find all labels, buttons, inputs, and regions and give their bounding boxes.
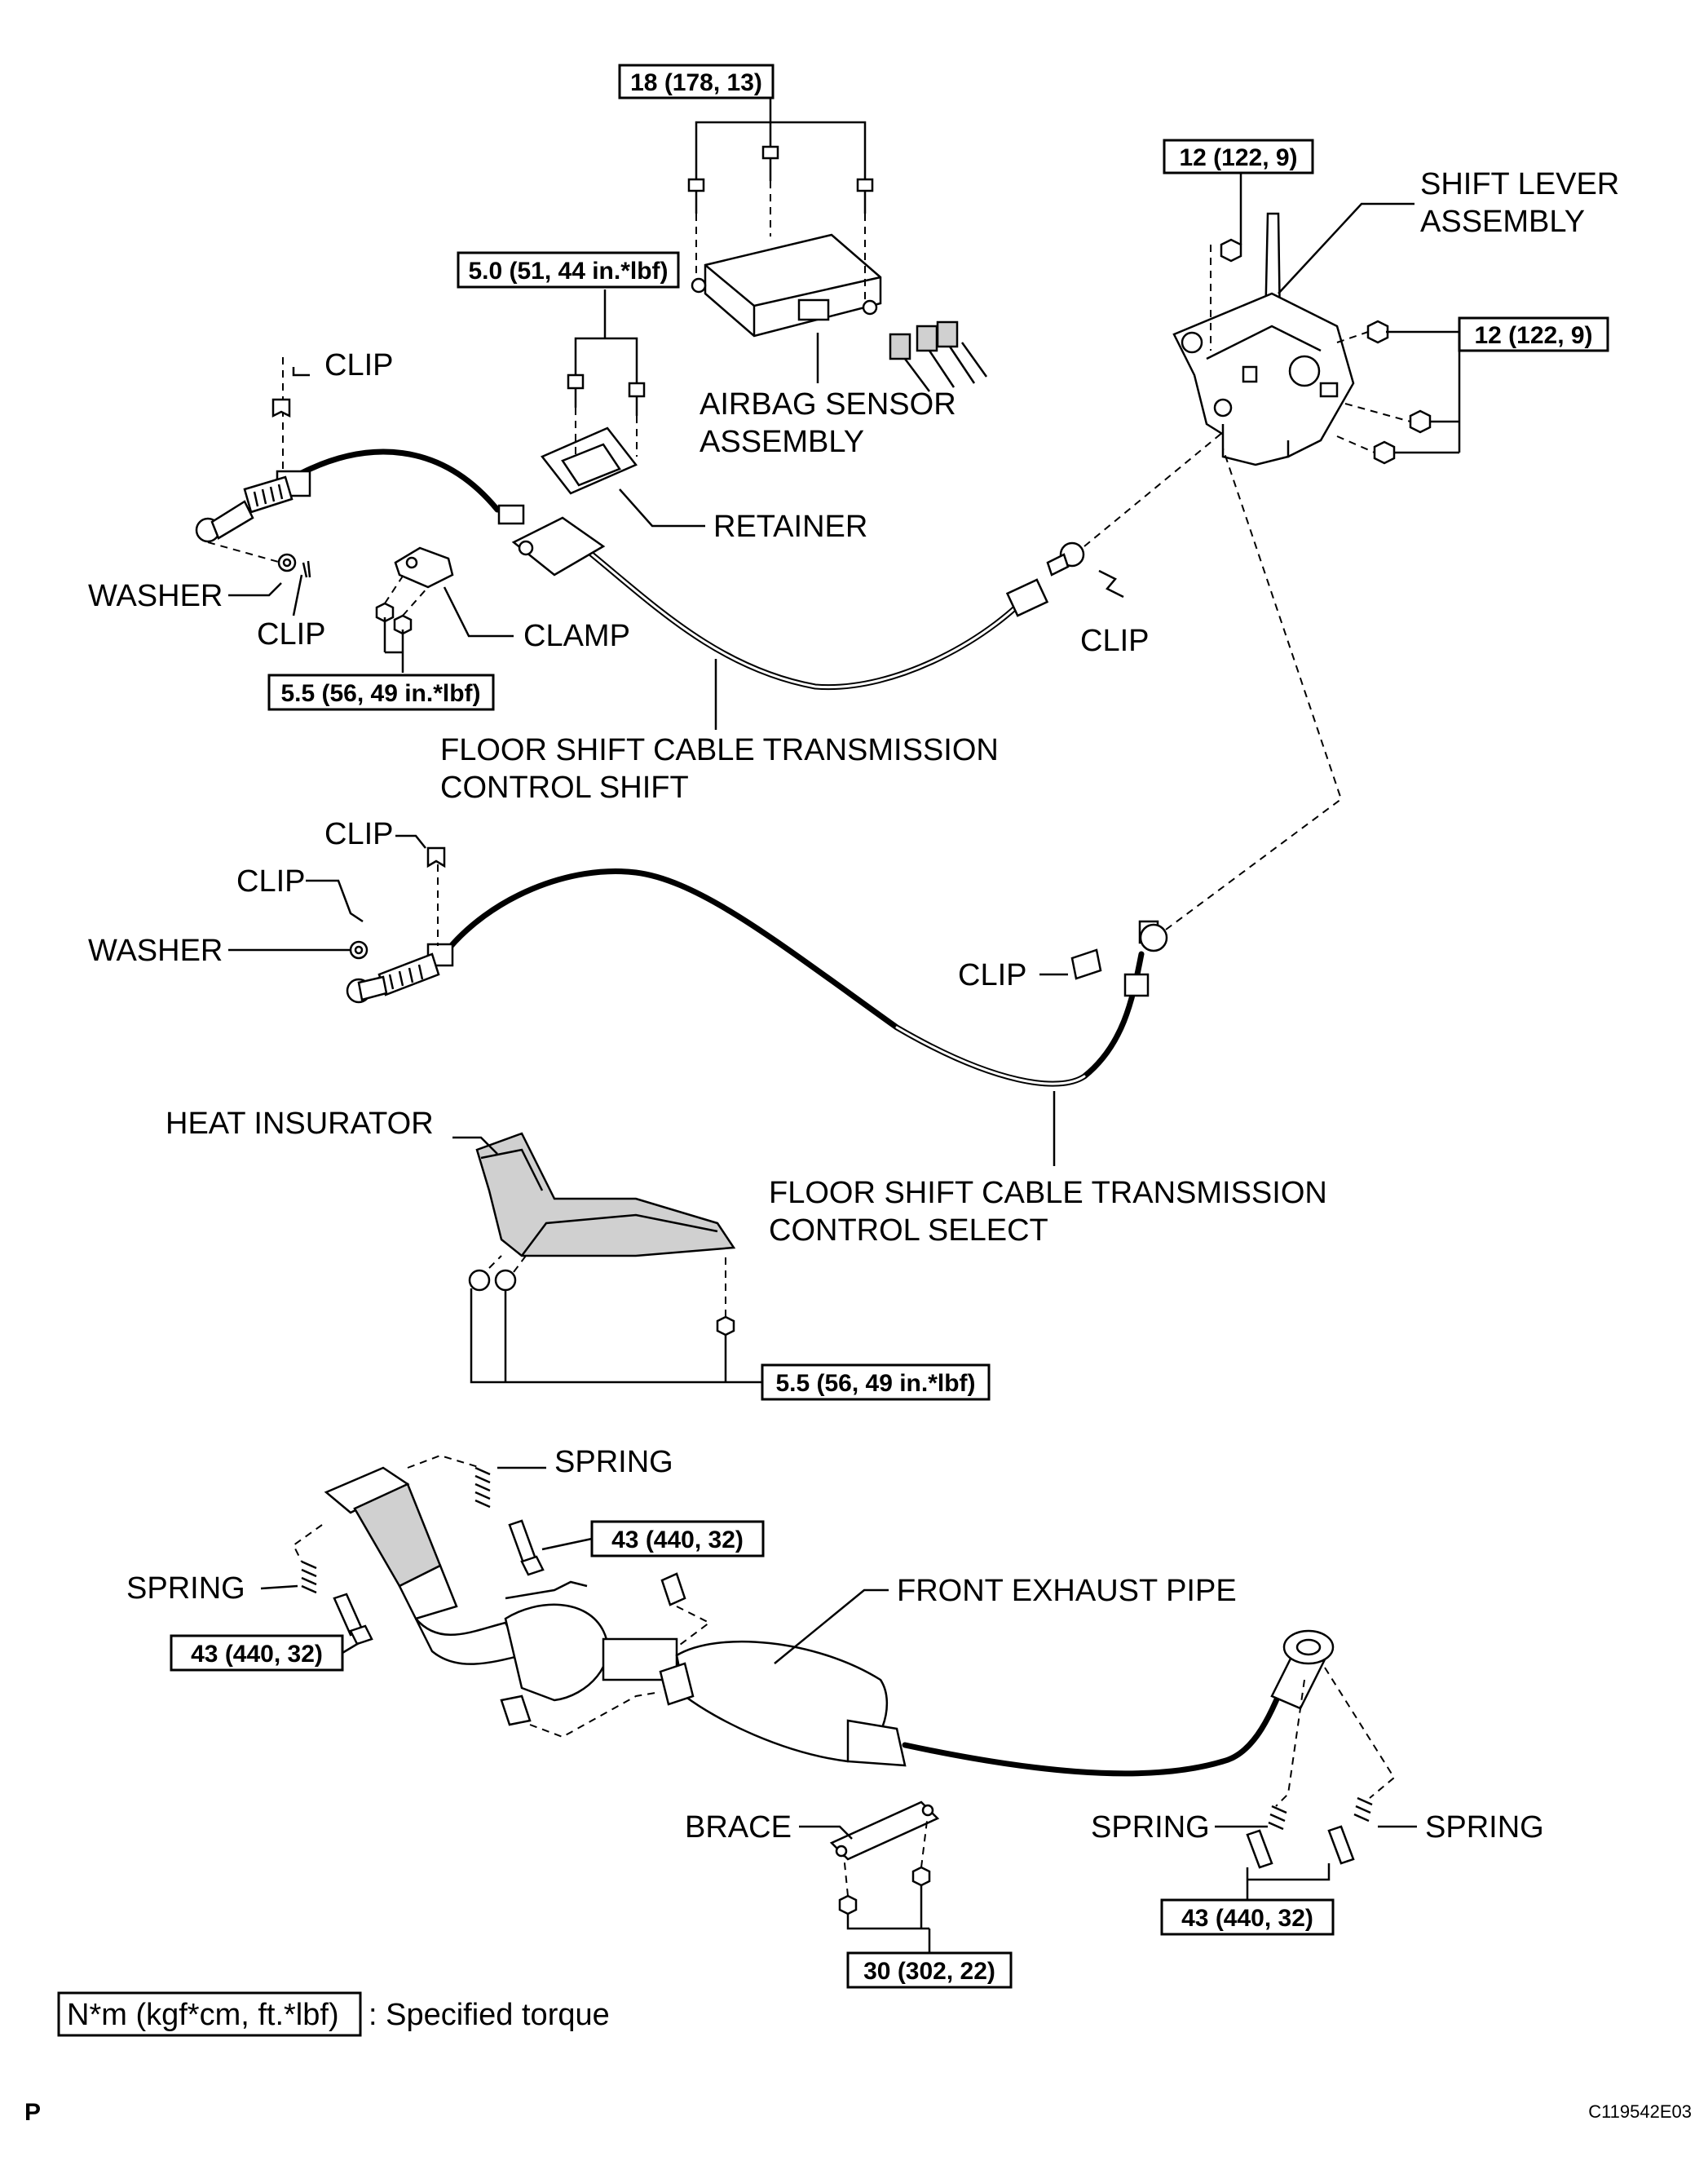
torque-55a: 5.5 (56, 49 in.*lbf) [280,680,480,707]
legend-text: : Specified torque [369,1998,610,2032]
torque-55b: 5.5 (56, 49 in.*lbf) [775,1370,975,1397]
torque-box-12b [1458,316,1609,352]
torque-12b: 12 (122, 9) [1474,322,1592,349]
label-heat-insulator: HEAT INSURATOR [166,1107,434,1141]
legend: N*m (kgf*cm, ft.*lbf) : Specified torque [57,1991,610,2037]
label-retainer: RETAINER [713,510,867,544]
torque-30: 30 (302, 22) [863,1958,995,1985]
torque-box-30 [846,1951,1013,1989]
label-washer-1: WASHER [88,579,223,613]
label-brace: BRACE [685,1810,792,1845]
torque-43b: 43 (440, 32) [191,1641,323,1668]
label-shift-lever-line2: ASSEMBLY [1420,205,1585,239]
torque-box-50 [457,251,680,289]
exhaust-springs-bolts [292,1454,1396,1900]
label-clip-3: CLIP [1080,624,1149,658]
floor-shift-cable-select [346,868,1168,1087]
label-select-cable-line2: CONTROL SELECT [769,1213,1048,1248]
label-clip-6: CLIP [958,958,1026,992]
label-select-cable-line1: FLOOR SHIFT CABLE TRANSMISSION [769,1176,1327,1210]
label-clip-4: CLIP [324,817,393,851]
clip-right-shift [1098,569,1124,599]
clamp [375,546,514,673]
label-shift-lever-line1: SHIFT LEVER [1420,167,1619,201]
shift-lever-nuts [1210,163,1461,465]
clip-select-right [1039,948,1102,980]
label-spring-1: SPRING [554,1445,673,1479]
torque-box-43c [1160,1898,1335,1936]
corner-letter: P [24,2099,41,2126]
heat-insulator [452,1132,762,1384]
label-front-exhaust-pipe: FRONT EXHAUST PIPE [897,1574,1237,1608]
retainer [541,289,646,495]
torque-box-12a [1163,139,1314,175]
clip-top-left [271,367,310,418]
washer-1 [277,553,311,578]
figure-code: C119542E03 [1588,2101,1692,2122]
label-shift-cable-line2: CONTROL SHIFT [440,771,689,805]
torque-box-18 [618,64,775,99]
shift-lever-assembly [1172,212,1355,466]
torque-box-55b [761,1363,991,1401]
torque-box-43b [170,1634,344,1672]
floor-shift-cable-shift [195,448,1085,691]
label-spring-3: SPRING [1091,1810,1210,1845]
label-clip-5: CLIP [236,864,305,899]
airbag-bolts [687,82,874,302]
label-washer-2: WASHER [88,934,223,968]
label-shift-cable-line1: FLOOR SHIFT CABLE TRANSMISSION [440,733,999,767]
torque-18: 18 (178, 13) [630,69,762,96]
label-clip-2: CLIP [257,617,325,652]
legend-unit: N*m (kgf*cm, ft.*lbf) [67,1998,339,2032]
label-clip-1: CLIP [324,348,393,382]
airbag-sensor-assembly [691,233,988,392]
torque-box-43a [590,1520,765,1557]
torque-43a: 43 (440, 32) [611,1527,744,1553]
label-airbag-sensor-line1: AIRBAG SENSOR [700,387,956,422]
front-exhaust-pipe [324,1466,1335,1777]
clip-select-top [395,834,446,868]
brace [799,1800,940,1953]
torque-43c: 43 (440, 32) [1181,1905,1313,1932]
torque-50: 5.0 (51, 44 in.*lbf) [468,258,668,285]
label-spring-2: SPRING [126,1571,245,1606]
label-clamp: CLAMP [523,619,630,653]
torque-12a: 12 (122, 9) [1179,144,1297,171]
washer-2 [349,940,369,960]
torque-box-55a [267,674,495,711]
label-airbag-sensor-line2: ASSEMBLY [700,425,864,459]
label-spring-4: SPRING [1425,1810,1544,1845]
